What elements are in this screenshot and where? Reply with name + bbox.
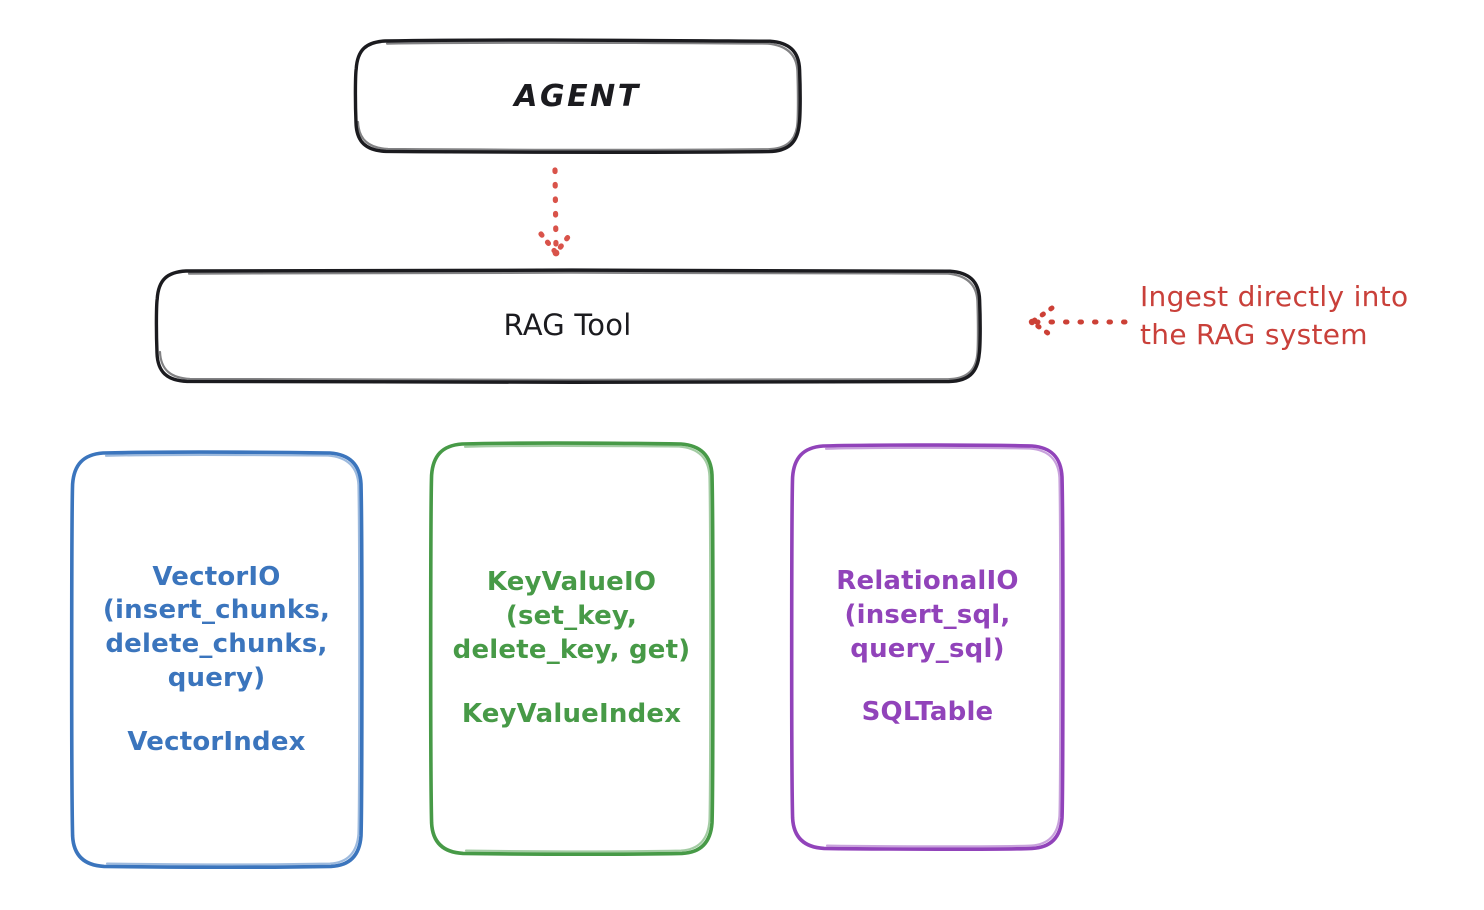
key-value-io-api-text: KeyValueIO (set_key, delete_key, get): [452, 567, 691, 665]
key-value-io-node-label: KeyValueIO (set_key, delete_key, get) Ke…: [430, 443, 713, 855]
key-value-io-index-text: KeyValueIndex: [461, 698, 682, 729]
agent-node-label: AGENT: [514, 78, 641, 114]
vector-io-api-text: VectorIO (insert_chunks, delete_chunks, …: [102, 561, 331, 693]
rag-tool-node-label: RAG Tool: [503, 308, 632, 343]
ingest-annotation-text: Ingest directly into the RAG system: [1140, 280, 1409, 351]
relational-io-node-label: RelationalIO (insert_sql, query_sql) SQL…: [793, 445, 1062, 850]
ingest-annotation-arrow: [1028, 305, 1128, 339]
vector-io-node-label: VectorIO (insert_chunks, delete_chunks, …: [70, 452, 363, 868]
relational-io-api-text: RelationalIO (insert_sql, query_sql): [836, 565, 1019, 664]
vector-io-index-text: VectorIndex: [127, 726, 306, 757]
relational-io-index-text: SQLTable: [861, 697, 994, 728]
agent-to-rag-arrow: [538, 167, 574, 257]
